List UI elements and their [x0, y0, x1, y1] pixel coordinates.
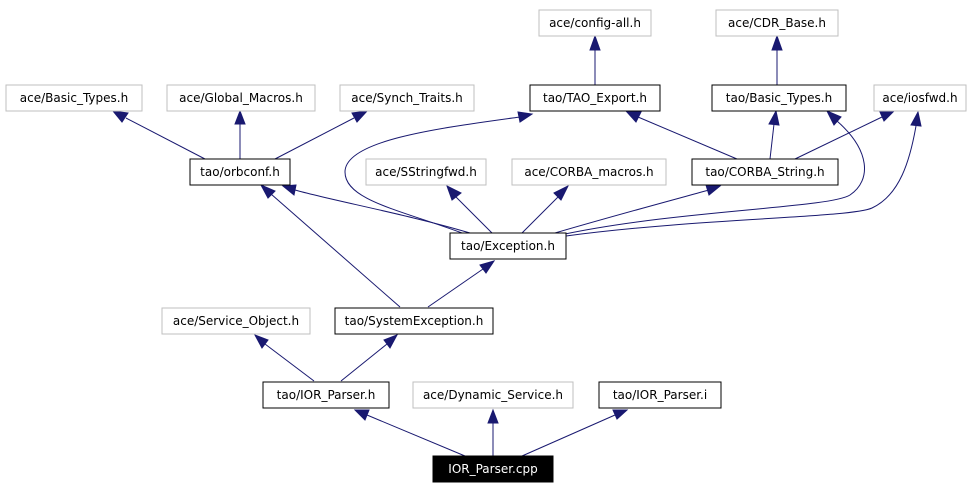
node-tao-basic-types[interactable]: tao/Basic_Types.h: [711, 84, 847, 112]
node-label: ace/Dynamic_Service.h: [423, 388, 563, 402]
node-label: tao/IOR_Parser.h: [277, 388, 376, 402]
edge-exception-to-tao-export: [344, 111, 534, 234]
edge-ior-parser-h-to-service-object: [253, 334, 315, 382]
edge-corba-string-to-iosfwd: [794, 110, 896, 160]
node-orbconf[interactable]: tao/orbconf.h: [189, 158, 291, 186]
node-label: tao/SystemException.h: [345, 314, 484, 328]
node-corba-macros[interactable]: ace/CORBA_macros.h: [511, 158, 667, 186]
edge-ior-parser-h-to-system-exception: [340, 334, 399, 382]
node-label: ace/SStringfwd.h: [375, 165, 477, 179]
node-corba-string[interactable]: tao/CORBA_String.h: [691, 158, 839, 186]
edge-system-exception-to-exception: [427, 260, 496, 308]
edge-cpp-to-ior-parser-i: [521, 409, 629, 457]
edge-exception-to-corba-string: [554, 184, 722, 234]
edge-corba-string-to-tao-export: [624, 110, 738, 160]
node-label: tao/TAO_Export.h: [543, 91, 647, 105]
node-global-macros[interactable]: ace/Global_Macros.h: [166, 84, 316, 112]
edge-orbconf-to-synch-traits: [274, 110, 369, 160]
node-ace-basic-types[interactable]: ace/Basic_Types.h: [5, 84, 143, 112]
edge-cpp-to-ior-parser-h: [353, 409, 466, 457]
node-system-exception[interactable]: tao/SystemException.h: [334, 307, 494, 335]
node-synch-traits[interactable]: ace/Synch_Traits.h: [339, 84, 475, 112]
node-label: tao/IOR_Parser.i: [613, 388, 707, 402]
node-label: ace/iosfwd.h: [882, 91, 957, 105]
node-label: ace/CDR_Base.h: [728, 16, 826, 30]
node-exception[interactable]: tao/Exception.h: [449, 232, 567, 260]
node-service-object[interactable]: ace/Service_Object.h: [161, 307, 311, 335]
node-iosfwd[interactable]: ace/iosfwd.h: [873, 84, 967, 112]
edge-tao-export-to-config-all: [589, 34, 601, 86]
node-label: ace/Synch_Traits.h: [351, 91, 462, 105]
edge-corba-string-to-tao-basic-types: [768, 109, 780, 160]
node-label: ace/Basic_Types.h: [20, 91, 128, 105]
node-label: ace/Global_Macros.h: [179, 91, 303, 105]
edge-exception-to-iosfwd: [565, 110, 922, 237]
edge-exception-to-tao-basic-types: [564, 110, 865, 235]
node-sstringfwd[interactable]: ace/SStringfwd.h: [365, 158, 487, 186]
node-ior-parser-h[interactable]: tao/IOR_Parser.h: [262, 381, 390, 409]
node-label: ace/Service_Object.h: [173, 314, 299, 328]
edge-exception-to-sstringfwd: [446, 184, 493, 234]
node-label: tao/Basic_Types.h: [726, 91, 832, 105]
node-label: tao/Exception.h: [461, 239, 555, 253]
node-label: IOR_Parser.cpp: [448, 462, 537, 476]
node-config-all[interactable]: ace/config-all.h: [538, 9, 652, 37]
node-ior-parser-i[interactable]: tao/IOR_Parser.i: [598, 381, 722, 409]
node-cdr-base[interactable]: ace/CDR_Base.h: [715, 9, 839, 37]
node-label: tao/CORBA_String.h: [705, 165, 824, 179]
node-label: ace/CORBA_macros.h: [524, 165, 653, 179]
edge-system-exception-to-orbconf: [259, 183, 401, 308]
node-label: ace/config-all.h: [549, 16, 641, 30]
edge-orbconf-to-ace-basic-types: [111, 110, 206, 160]
node-tao-export[interactable]: tao/TAO_Export.h: [529, 84, 661, 112]
edge-cpp-to-dynamic-service: [487, 408, 499, 456]
edge-exception-to-corba-macros: [521, 184, 570, 234]
edge-orbconf-to-global-macros: [234, 109, 246, 159]
edge-tao-basic-types-to-cdr-base: [771, 34, 783, 86]
node-label: tao/orbconf.h: [200, 165, 280, 179]
node-ior-parser-cpp[interactable]: IOR_Parser.cpp: [432, 455, 554, 483]
node-dynamic-service[interactable]: ace/Dynamic_Service.h: [412, 381, 574, 409]
